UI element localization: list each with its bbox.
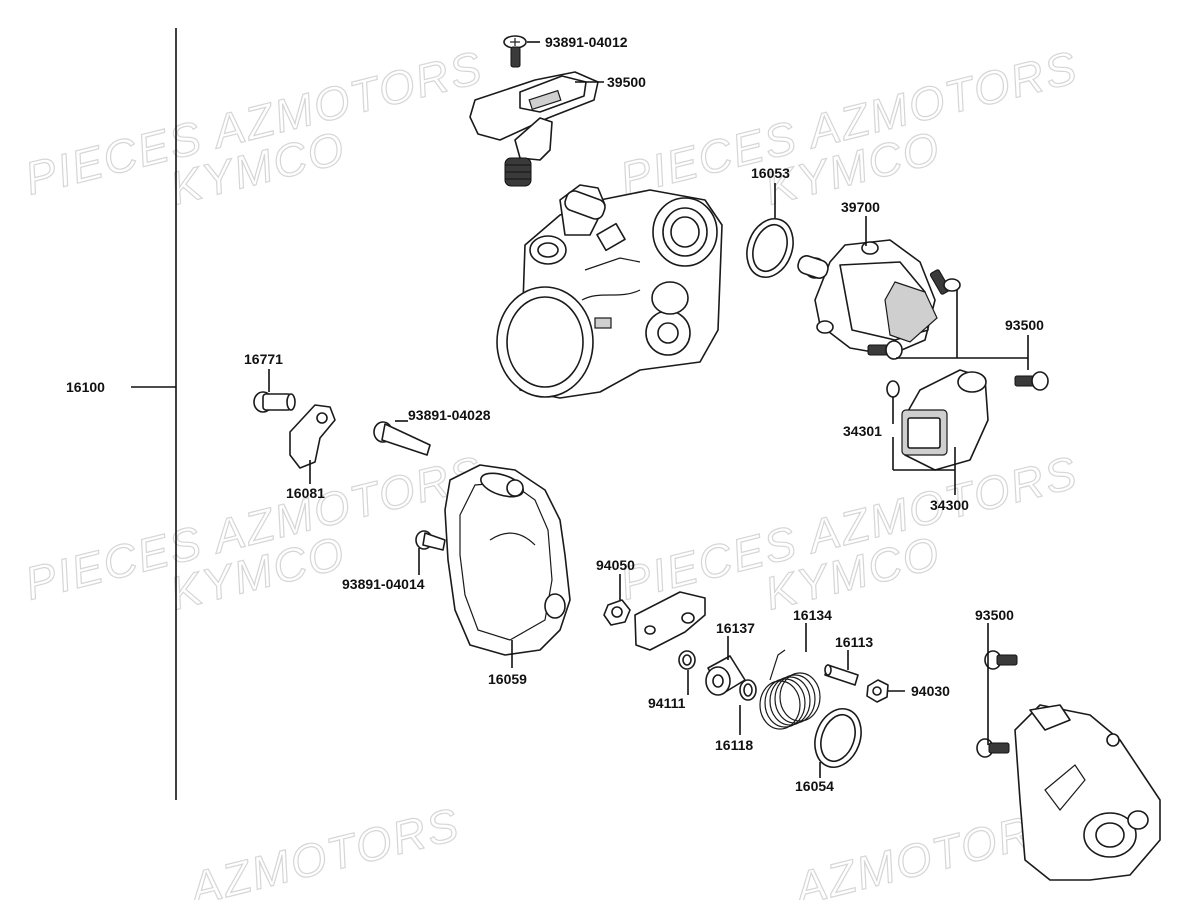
label-93500-top: 93500 (1005, 317, 1044, 333)
housing-cover (1014, 704, 1161, 881)
pin-16113 (824, 664, 859, 686)
washer-94111 (678, 650, 696, 670)
label-16771: 16771 (244, 351, 283, 367)
o-ring-34301 (886, 380, 900, 398)
label-16053: 16053 (751, 165, 790, 181)
label-94030: 94030 (911, 683, 950, 699)
screw-93891-04012 (503, 35, 527, 68)
idle-valve-39700 (797, 239, 938, 356)
label-39700: 39700 (841, 199, 880, 215)
o-ring-16054 (814, 708, 862, 768)
sensor-39500 (469, 71, 599, 187)
label-34301: 34301 (843, 423, 882, 439)
throttle-body (496, 184, 723, 399)
part-number-labels: 93891-04012 39500 16053 39700 93500 1677… (244, 34, 1044, 794)
assembly-bracket: 16100 (66, 28, 177, 800)
screw-93500-bottom (976, 650, 1018, 758)
nut-94050 (603, 599, 631, 626)
leader-lines (268, 41, 1029, 778)
collar-16137 (705, 655, 746, 696)
label-93891-04014: 93891-04014 (342, 576, 425, 592)
label-16137: 16137 (716, 620, 755, 636)
bolt-16771 (253, 391, 296, 413)
watermark-text: AZMOTORS (182, 798, 465, 900)
label-16054: 16054 (795, 778, 834, 794)
washer-16118 (739, 679, 757, 701)
label-34300: 34300 (930, 497, 969, 513)
bolt-93891-04028 (373, 421, 431, 456)
label-16059: 16059 (488, 671, 527, 687)
label-39500: 39500 (607, 74, 646, 90)
label-16118: 16118 (715, 737, 753, 753)
throttle-lever (634, 591, 706, 651)
spring-16134 (759, 649, 821, 730)
label-16081: 16081 (286, 485, 325, 501)
nut-94030 (866, 679, 889, 703)
screw-93500-top (867, 269, 1049, 391)
throttle-sensor-34300 (901, 369, 989, 471)
bolt-93891-04014 (415, 530, 446, 551)
label-94050: 94050 (596, 557, 635, 573)
label-16134: 16134 (793, 607, 832, 623)
label-16113: 16113 (835, 634, 873, 650)
label-93500-bottom: 93500 (975, 607, 1014, 623)
label-93891-04012: 93891-04012 (545, 34, 628, 50)
label-93891-04028: 93891-04028 (408, 407, 491, 423)
bracket-16081 (289, 404, 336, 469)
cover-16059 (444, 464, 571, 656)
assembly-label: 16100 (66, 379, 105, 395)
o-ring-16053 (746, 218, 794, 278)
label-94111: 94111 (648, 695, 686, 711)
